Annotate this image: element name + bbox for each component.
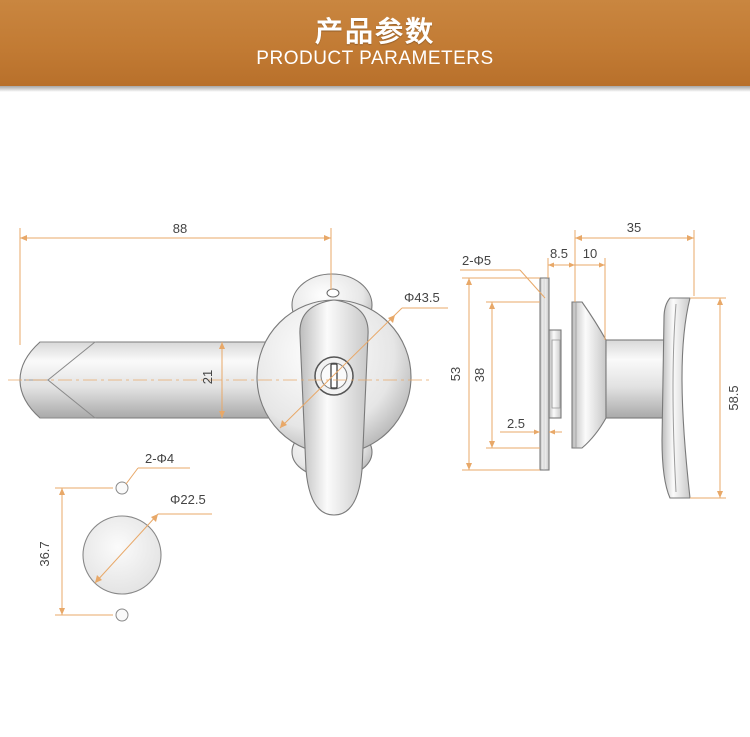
dim-flange-height: 53: [448, 277, 540, 471]
dim-mount-holes-side: 2-Φ5: [460, 253, 546, 299]
handle-shaft: [605, 339, 671, 419]
dim-plate-thickness: 2.5: [500, 416, 562, 435]
panel-cutout: [82, 481, 162, 622]
cutout-circle: [82, 515, 162, 595]
flange-plate: [539, 277, 550, 471]
side-view: [539, 277, 691, 499]
dim-label-handle-height: 58.5: [726, 385, 741, 410]
dim-handle-diameter: Φ43.5: [279, 290, 448, 429]
lug-hole-top: [326, 288, 340, 298]
dim-label-handle-diameter: Φ43.5: [404, 290, 440, 305]
dim-label-handle-depth: 35: [627, 220, 641, 235]
header-banner: [0, 0, 750, 86]
dim-flange-offset: 8.5: [547, 246, 576, 302]
dim-label-overall-length: 88: [173, 221, 187, 236]
lock-handle: [299, 299, 369, 516]
dim-mount-holes-small: 2-Φ4: [125, 451, 190, 485]
dim-collar-width: 10: [575, 246, 606, 340]
dim-label-plate-thickness: 2.5: [507, 416, 525, 431]
lock-body-side: [548, 329, 562, 419]
page-subtitle: PRODUCT PARAMETERS: [256, 48, 494, 69]
keyhole-slot: [330, 363, 338, 389]
dim-label-flange-height: 53: [448, 367, 463, 381]
dim-cam-width: 21: [200, 342, 225, 418]
dim-label-mount-holes-small: 2-Φ4: [145, 451, 174, 466]
dim-body-height: 38: [472, 301, 540, 449]
collar: [571, 301, 607, 449]
dim-hole-spacing: 36.7: [37, 487, 113, 616]
dim-label-hole-spacing: 36.7: [37, 541, 52, 566]
dim-label-flange-offset: 8.5: [550, 246, 568, 261]
mount-hole-bottom: [115, 608, 129, 622]
dim-handle-height: 58.5: [690, 297, 741, 499]
mount-hole-top: [115, 481, 129, 495]
dim-label-cutout-diameter: Φ22.5: [170, 492, 206, 507]
dim-label-body-height: 38: [472, 368, 487, 382]
header-shadow: [0, 86, 750, 92]
dim-cutout-diameter: Φ22.5: [94, 492, 212, 584]
front-view: [8, 273, 430, 516]
dim-label-mount-holes-side: 2-Φ5: [462, 253, 491, 268]
t-handle-side: [661, 297, 691, 499]
dim-overall-length: 88: [19, 221, 332, 345]
dim-label-collar-width: 10: [583, 246, 597, 261]
page-title: 产品参数: [314, 15, 435, 48]
dim-label-cam-width: 21: [200, 370, 215, 384]
